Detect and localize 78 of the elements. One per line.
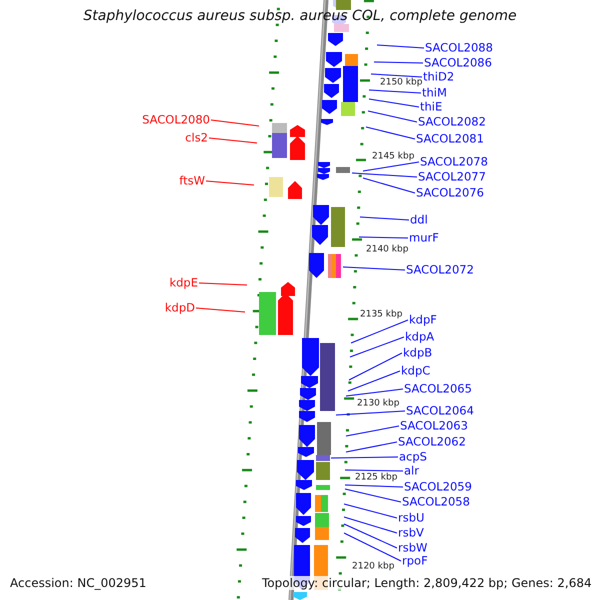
leader-line bbox=[368, 110, 418, 122]
leader-line bbox=[210, 120, 260, 126]
leader-line bbox=[344, 524, 398, 548]
map-title: Staphylococcus aureus subsp. aureus COL, complete genome bbox=[82, 8, 518, 24]
gene-label: SACOL2081 bbox=[416, 132, 484, 146]
gene-label: acpS bbox=[399, 450, 427, 464]
position-label: 2145 kbp bbox=[372, 152, 414, 162]
leader-line bbox=[344, 532, 402, 562]
gene-label: SACOL2077 bbox=[418, 170, 486, 184]
leader-line bbox=[346, 426, 400, 436]
gene-label: murF bbox=[409, 232, 439, 244]
leader-line bbox=[370, 74, 422, 78]
gene-label: rsbU bbox=[398, 512, 424, 524]
gene-label: SACOL2064 bbox=[406, 404, 474, 418]
leader-line bbox=[352, 172, 418, 178]
leader-line bbox=[342, 266, 406, 270]
leader-line bbox=[344, 470, 404, 472]
gene-label: kdpA bbox=[405, 330, 434, 344]
gene-label: thiE bbox=[420, 100, 442, 114]
gene-label: SACOL2059 bbox=[404, 480, 472, 494]
position-label: 2150 kbp bbox=[380, 78, 422, 88]
gene-label: SACOL2065 bbox=[404, 382, 472, 396]
gene-label: thiD2 bbox=[423, 70, 454, 84]
position-label: 2130 kbp bbox=[357, 400, 400, 408]
position-label: 2135 kbp bbox=[360, 310, 402, 320]
gene-label: rpoF bbox=[402, 554, 428, 568]
leader-line bbox=[368, 90, 422, 94]
leader-line bbox=[344, 484, 404, 488]
gene-label: thiM bbox=[422, 86, 447, 100]
leader-line bbox=[366, 126, 416, 140]
gene-label: SACOL2063 bbox=[400, 420, 468, 432]
leader-line bbox=[198, 282, 248, 286]
gene-label: SACOL2076 bbox=[416, 186, 484, 200]
gene-label: rsbW bbox=[398, 542, 428, 554]
leader-line bbox=[348, 370, 400, 392]
position-label: 2120 kbp bbox=[352, 562, 394, 572]
gene-label: kdpB bbox=[403, 346, 432, 360]
gene-label: SACOL2082 bbox=[418, 116, 486, 128]
position-label: 2125 kbp bbox=[355, 474, 398, 482]
gene-label: SACOL2086 bbox=[424, 56, 492, 70]
position-label: 2140 kbp bbox=[366, 246, 408, 254]
gene-label: cls2 bbox=[185, 132, 208, 144]
leader-line bbox=[346, 388, 404, 396]
leader-line bbox=[344, 504, 398, 518]
topology-text: Topology: circular; Length: 2,809,422 bp; Genes: 2,684 bbox=[262, 576, 592, 590]
leader-line bbox=[368, 98, 420, 108]
gene-label: SACOL2058 bbox=[402, 496, 470, 508]
gene-label: ddl bbox=[410, 214, 428, 226]
gene-label: rsbV bbox=[398, 526, 424, 540]
leader-line bbox=[196, 308, 246, 312]
gene-label: ftsW bbox=[179, 174, 205, 188]
gene-label: SACOL2078 bbox=[420, 156, 488, 168]
gene-label: kdpC bbox=[401, 364, 430, 378]
gene-label: kdpE bbox=[169, 276, 198, 290]
leader-line bbox=[376, 44, 424, 48]
accession-text: Accession: NC_002951 bbox=[10, 576, 146, 590]
gene-label: kdpF bbox=[409, 314, 437, 326]
leader-line bbox=[358, 236, 408, 238]
leader-line bbox=[360, 216, 410, 220]
leader-line bbox=[350, 320, 408, 344]
leader-line bbox=[208, 138, 258, 144]
gene-label: SACOL2080 bbox=[142, 114, 210, 126]
gene-label: kdpD bbox=[164, 302, 195, 314]
leader-line bbox=[330, 456, 398, 458]
gene-label: SACOL2062 bbox=[398, 436, 466, 448]
leader-line bbox=[206, 180, 254, 186]
gene-label: SACOL2088 bbox=[425, 42, 493, 54]
leader-line bbox=[362, 178, 416, 194]
leader-line bbox=[336, 410, 406, 416]
leader-line bbox=[346, 442, 398, 452]
leader-line bbox=[374, 62, 424, 64]
leader-line bbox=[344, 516, 398, 534]
leader-line bbox=[348, 352, 402, 380]
gene-label: alr bbox=[404, 464, 419, 478]
leader-line bbox=[362, 162, 420, 172]
leader-line bbox=[344, 488, 402, 502]
leader-line bbox=[350, 336, 404, 358]
gene-label: SACOL2072 bbox=[406, 264, 474, 276]
